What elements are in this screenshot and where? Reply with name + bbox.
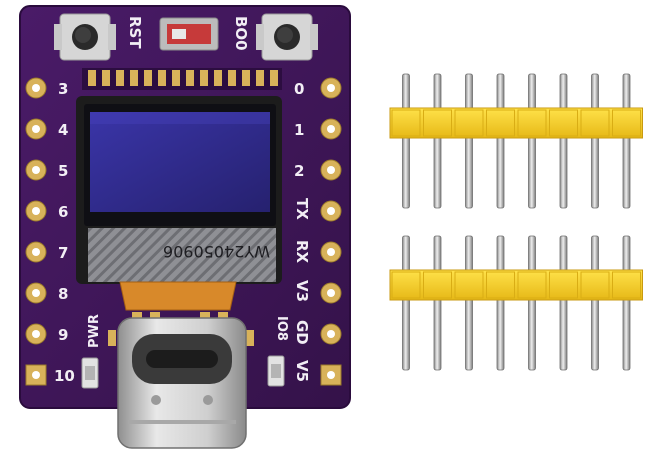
header-pin: [559, 73, 568, 209]
header-pin: [465, 235, 473, 371]
smd-components: [108, 312, 254, 346]
header-plastic-body: [389, 269, 643, 301]
left-pin-column: 3 4 5 6 7 8 9 10: [25, 77, 75, 386]
boot-button[interactable]: [256, 13, 318, 61]
header-pin: [402, 73, 410, 209]
pin-label-right-1: 1: [294, 121, 304, 139]
header-pin: [622, 235, 631, 371]
header-pin: [433, 73, 442, 209]
pin-label-left-1: 4: [58, 121, 68, 139]
header-segment: [517, 271, 547, 299]
header-segment: [454, 109, 484, 137]
oled-display: WY24050906: [76, 96, 282, 311]
pin-label-left-4: 7: [58, 244, 68, 262]
header-pin: [622, 73, 631, 209]
header-segment: [517, 109, 547, 137]
io-led: [267, 355, 285, 387]
esp32-oled-board: RST BO0: [19, 5, 351, 449]
header-segment: [423, 109, 452, 137]
header-segment: [454, 271, 484, 299]
pin-label-left-0: 3: [58, 80, 68, 98]
header-pin: [465, 73, 473, 209]
header-segment: [549, 271, 578, 299]
pin-label-right-3: TX: [293, 198, 311, 220]
oled-connector-pads: [82, 68, 282, 90]
oled-screen: [90, 112, 270, 212]
pin-label-left-6: 9: [58, 326, 68, 344]
pin-label-left-3: 6: [58, 203, 68, 221]
header-segment: [486, 109, 515, 137]
header-pin: [496, 73, 505, 209]
pin-label-right-7: V5: [293, 360, 311, 382]
pin-label-right-2: 2: [294, 162, 304, 180]
pin-label-right-4: RX: [293, 240, 311, 264]
right-pin-column: 0 1 2 TX RX V3 GD V5: [293, 77, 342, 386]
pin-label-left-5: 8: [58, 285, 68, 303]
oled-flex-cable: [88, 228, 276, 282]
header-plastic-body: [389, 107, 643, 139]
power-led: [81, 357, 99, 389]
header-segment: [549, 109, 578, 137]
pin-label-right-6: GD: [293, 320, 311, 345]
pin-label-right-0: 0: [294, 80, 304, 98]
pin-header-top: [389, 73, 643, 209]
boot-label: BO0: [232, 16, 250, 51]
pin-label-left-7: 10: [54, 367, 75, 385]
header-segment: [423, 271, 452, 299]
header-pin: [433, 235, 442, 371]
header-pin: [591, 235, 599, 371]
header-pin: [591, 73, 599, 209]
io8-label: IO8: [274, 316, 289, 341]
pwr-label: PWR: [87, 314, 102, 348]
header-segment: [612, 109, 641, 137]
pin-header-bottom: [389, 235, 643, 371]
reset-button[interactable]: [54, 13, 116, 61]
header-segment: [391, 109, 421, 137]
pin-label-left-2: 5: [58, 162, 68, 180]
pin-label-right-5: V3: [293, 280, 311, 302]
rst-label: RST: [126, 16, 144, 49]
header-segment: [486, 271, 515, 299]
header-segment: [580, 271, 610, 299]
header-pin: [528, 73, 536, 209]
header-segment: [391, 271, 421, 299]
oled-serial: WY24050906: [163, 242, 270, 261]
header-pin: [496, 235, 505, 371]
header-segment: [580, 109, 610, 137]
header-pin: [528, 235, 536, 371]
header-segment: [612, 271, 641, 299]
mode-switch[interactable]: [159, 17, 219, 51]
header-pin: [559, 235, 568, 371]
header-pin: [402, 235, 410, 371]
usb-c-connector[interactable]: [117, 317, 247, 449]
